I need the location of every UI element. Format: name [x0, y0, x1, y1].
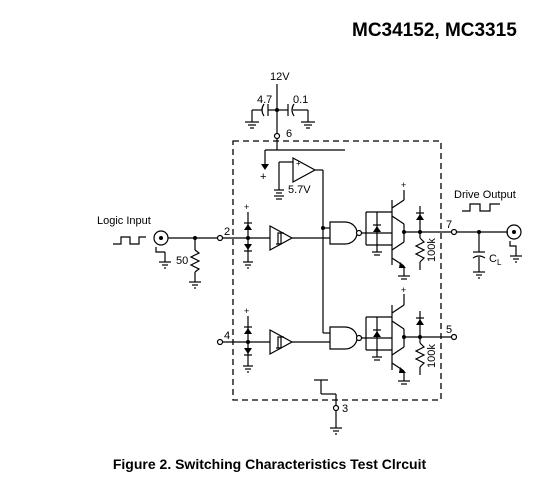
ground-symbol: [243, 261, 253, 269]
output-connector-shield: [509, 241, 517, 256]
emitter-arrow-icon: [399, 367, 406, 373]
cl-plate-b: [472, 255, 486, 259]
pin3-label: 3: [342, 403, 348, 415]
q1-emitter: [391, 215, 405, 225]
pin4-terminal: [216, 338, 224, 346]
diode-down-icon: [244, 244, 252, 250]
ground-symbol: [189, 281, 201, 289]
output-connector-center: [512, 230, 516, 234]
plus-sign: +: [244, 202, 249, 212]
pin6-label: 6: [286, 128, 292, 140]
plus-sign: +: [401, 180, 406, 190]
pin4-label: 4: [224, 330, 230, 342]
resistor-100k-a: [414, 237, 426, 263]
ground-symbol: [330, 427, 342, 435]
q4-collector: [391, 346, 405, 356]
pin2-label: 2: [224, 226, 230, 238]
plus-sign: +: [244, 306, 249, 316]
part-number-header: MC34152, MC3315: [352, 20, 517, 41]
cap-4p7-label: 4.7: [257, 94, 272, 106]
plus-sign: +: [401, 285, 406, 295]
pin5-terminal: [450, 333, 458, 341]
pin5-label: 5: [446, 324, 452, 336]
ground-symbol: [159, 261, 171, 269]
output-pulse-icon: [462, 203, 500, 212]
cap2-plate-b: [291, 103, 295, 117]
ground-symbol: [243, 365, 253, 373]
cap-0p1-label: 0.1: [293, 94, 308, 106]
nand-bubble: [355, 334, 363, 342]
q2-collector: [391, 241, 405, 251]
ground-symbol: [301, 121, 315, 129]
drive-output-label: Drive Output: [454, 189, 516, 201]
ground-symbol: [510, 255, 522, 263]
pin7-terminal: [450, 228, 458, 236]
ch-a-nand-gate: [329, 221, 358, 245]
r100k-b-label: 100k: [426, 344, 438, 368]
input-connector-shield: [155, 247, 165, 253]
ground-symbol: [372, 356, 382, 361]
diode-down-icon: [244, 348, 252, 354]
ground-symbol: [398, 380, 410, 385]
pin6-terminal: [273, 132, 281, 140]
input-connector-center: [159, 236, 163, 240]
pin7-label: 7: [446, 219, 452, 231]
res-50-label: 50: [176, 255, 188, 267]
figure-caption: Figure 2. Switching Characteristics Test…: [112, 456, 427, 472]
current-arrow-icon: [261, 164, 269, 170]
plus-sign: +: [260, 171, 266, 183]
r100k-a-label: 100k: [426, 238, 438, 262]
ref-voltage-label: 5.7V: [288, 184, 311, 196]
ic-boundary: [232, 140, 442, 401]
plus-sign: +: [296, 159, 301, 168]
pin3-terminal: [332, 404, 340, 412]
q1-collector: [391, 199, 405, 209]
q3-collector: [391, 304, 405, 314]
output-connector: [506, 224, 522, 240]
schmitt-icon: [276, 336, 284, 349]
logic-input-label: Logic Input: [97, 215, 151, 227]
q3-emitter: [391, 320, 405, 330]
emitter-arrow-icon: [399, 262, 406, 268]
nand-bubble: [355, 229, 363, 237]
cl-label: CL: [489, 253, 502, 267]
ch-b-nand-gate: [329, 326, 358, 350]
diode-up-icon: [244, 328, 252, 334]
ground-symbol: [398, 275, 410, 280]
resistor-100k-b: [414, 342, 426, 368]
pin2-terminal: [216, 234, 224, 242]
diode-up-icon: [416, 319, 424, 325]
resistor-50: [189, 249, 201, 273]
schmitt-icon: [276, 232, 284, 245]
ground-symbol: [473, 271, 485, 279]
ground-symbol: [372, 251, 382, 256]
ground-symbol: [245, 121, 259, 129]
diode-up-icon: [416, 214, 424, 220]
supply-voltage-label: 12V: [270, 71, 290, 83]
input-pulse-icon: [113, 236, 146, 245]
diode-up-icon: [244, 224, 252, 230]
ref-comparator: [292, 156, 317, 184]
